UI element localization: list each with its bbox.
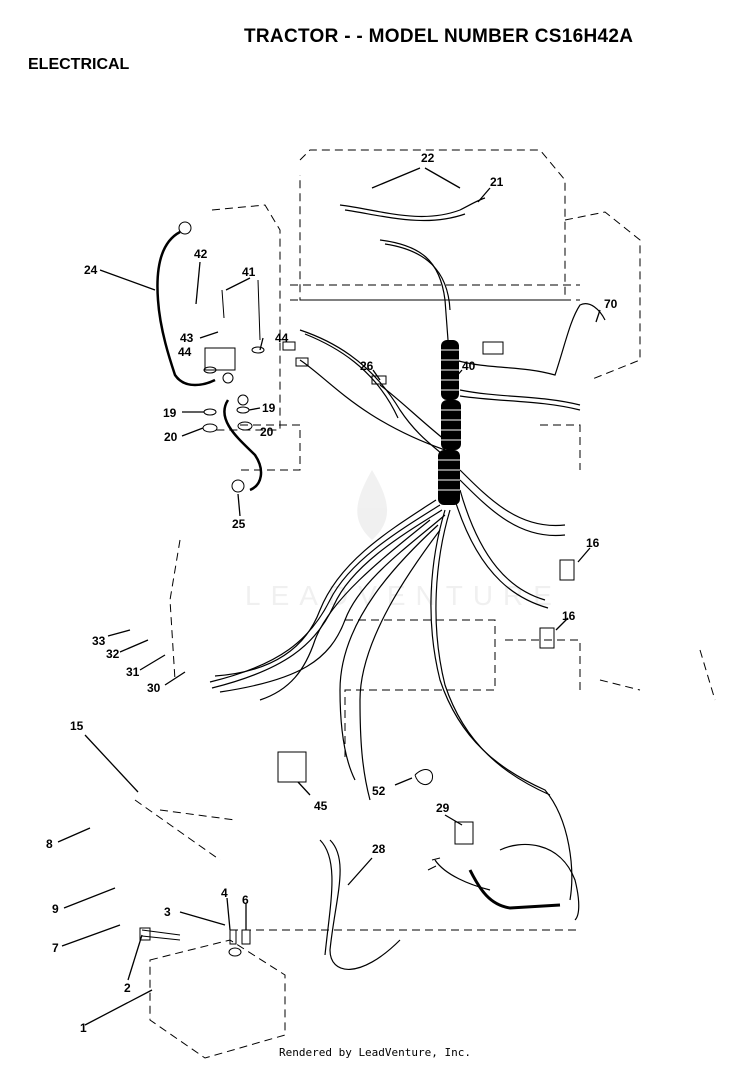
callout-1: 1 bbox=[80, 1021, 87, 1035]
callout-44-right: 44 bbox=[275, 331, 289, 345]
callout-6: 6 bbox=[242, 893, 249, 907]
callout-16-upper: 16 bbox=[586, 536, 600, 550]
watermark-text: LEADVENTURE bbox=[245, 580, 562, 611]
callout-8: 8 bbox=[46, 837, 53, 851]
leader-lines bbox=[57, 167, 601, 1026]
callout-45: 45 bbox=[314, 799, 328, 813]
callout-42: 42 bbox=[194, 247, 208, 261]
callout-40: 40 bbox=[462, 359, 476, 373]
battery-cables bbox=[156, 230, 263, 492]
callout-4: 4 bbox=[221, 886, 228, 900]
callout-7: 7 bbox=[52, 941, 59, 955]
callout-21: 21 bbox=[490, 175, 504, 189]
battery bbox=[139, 927, 286, 1059]
callout-20-left: 20 bbox=[164, 430, 178, 444]
callout-43: 43 bbox=[180, 331, 194, 345]
page-title: TRACTOR - - MODEL NUMBER CS16H42A bbox=[244, 26, 634, 47]
callout-41: 41 bbox=[242, 265, 256, 279]
callout-19-left: 19 bbox=[163, 406, 177, 420]
callout-30: 30 bbox=[147, 681, 161, 695]
callout-52: 52 bbox=[372, 784, 386, 798]
callout-70: 70 bbox=[604, 297, 618, 311]
callout-15: 15 bbox=[70, 719, 84, 733]
wiring-harness bbox=[209, 197, 606, 970]
section-label: ELECTRICAL bbox=[28, 56, 130, 73]
callout-32: 32 bbox=[106, 647, 120, 661]
callout-29: 29 bbox=[436, 801, 450, 815]
callout-16-lower: 16 bbox=[562, 609, 576, 623]
callout-20-right: 20 bbox=[260, 425, 274, 439]
watermark: LEADVENTURE bbox=[245, 470, 562, 611]
coiled-cord bbox=[468, 869, 561, 910]
callout-28: 28 bbox=[372, 842, 386, 856]
callouts: 22 21 24 42 41 43 44 44 19 20 19 20 25 2… bbox=[46, 151, 618, 1035]
callout-31: 31 bbox=[126, 665, 140, 679]
callout-19-right: 19 bbox=[262, 401, 276, 415]
footer-credit: Rendered by LeadVenture, Inc. bbox=[278, 1046, 472, 1059]
callout-2: 2 bbox=[124, 981, 131, 995]
hardware bbox=[202, 279, 575, 945]
loom-ribs bbox=[438, 349, 461, 491]
ring-terminals bbox=[178, 221, 249, 493]
callout-22: 22 bbox=[421, 151, 435, 165]
frame-outlines bbox=[134, 149, 716, 931]
callout-3: 3 bbox=[164, 905, 171, 919]
callout-44-left: 44 bbox=[178, 345, 192, 359]
callout-26: 26 bbox=[360, 359, 374, 373]
callout-24: 24 bbox=[84, 263, 98, 277]
callout-33: 33 bbox=[92, 634, 106, 648]
wire-loom bbox=[438, 340, 461, 505]
callout-9: 9 bbox=[52, 902, 59, 916]
callout-25: 25 bbox=[232, 517, 246, 531]
